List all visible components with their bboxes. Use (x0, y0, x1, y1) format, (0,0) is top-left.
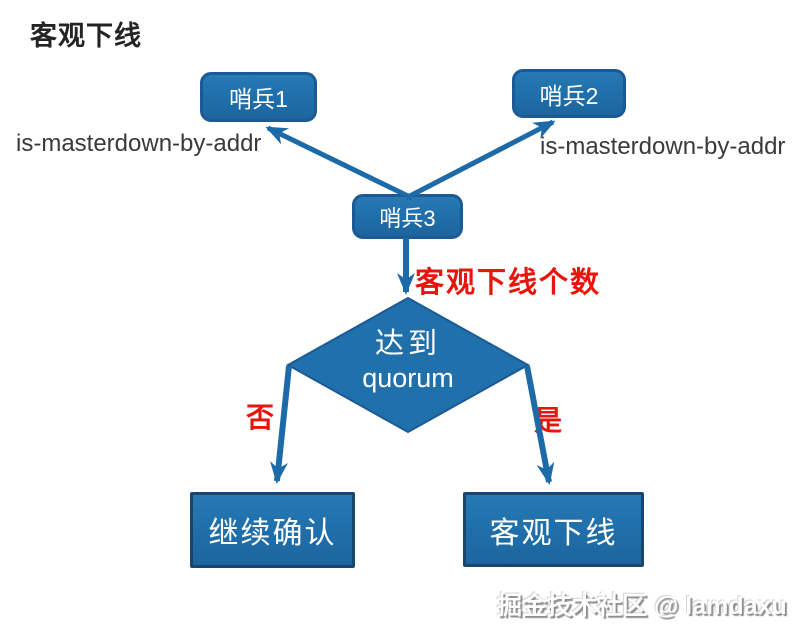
node-objective-offline: 客观下线 (463, 492, 644, 567)
label-is-masterdown-right: is-masterdown-by-addr (540, 133, 786, 160)
node-sentinel-2: 哨兵2 (512, 69, 626, 118)
label-offline-count: 客观下线个数 (415, 267, 602, 299)
decision-line1: 达到 (374, 328, 441, 360)
decision-line2: quorum (362, 363, 454, 394)
node-sentinel-3-label: 哨兵3 (379, 205, 436, 231)
node-continue-confirm: 继续确认 (190, 492, 355, 568)
node-sentinel-1-label: 哨兵1 (229, 86, 288, 112)
label-branch-no: 否 (246, 402, 275, 433)
arrow-sentinel3-to-sentinel2 (404, 119, 556, 201)
decision-node-text: 达到 quorum (308, 326, 508, 396)
node-objective-offline-label: 客观下线 (489, 516, 618, 550)
node-sentinel-1: 哨兵1 (200, 72, 317, 122)
label-is-masterdown-left: is-masterdown-by-addr (16, 130, 262, 157)
watermark: 掘金技术社区 @ lamdaxu (497, 592, 787, 620)
arrow-decision-to-continue (270, 365, 292, 484)
page-title: 客观下线 (30, 21, 142, 51)
label-branch-yes: 是 (534, 405, 563, 436)
node-continue-confirm-label: 继续确认 (208, 517, 337, 550)
arrow-sentinel3-to-sentinel1 (265, 125, 414, 201)
node-sentinel-3: 哨兵3 (352, 194, 463, 239)
node-sentinel-2-label: 哨兵2 (539, 82, 599, 109)
